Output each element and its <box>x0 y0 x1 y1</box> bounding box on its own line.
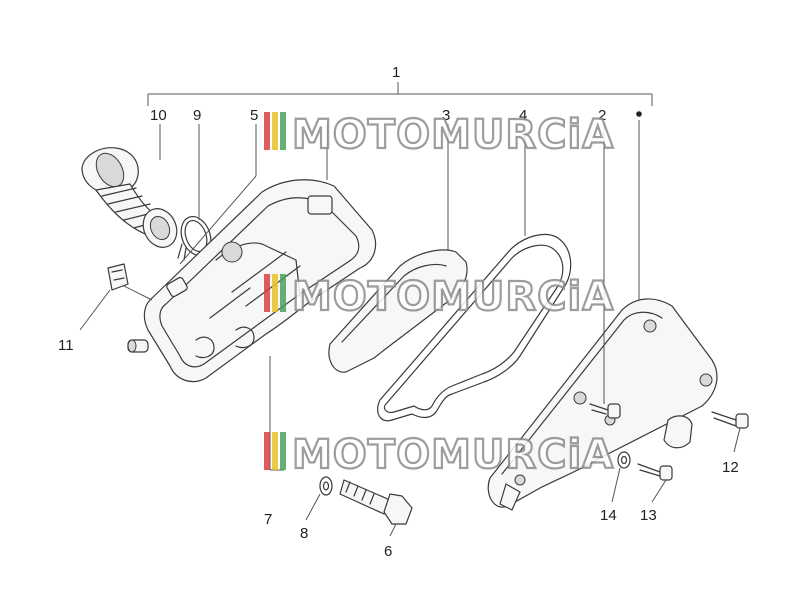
label-6: 6 <box>384 543 392 560</box>
label-10: 10 <box>150 107 167 124</box>
label-3: 3 <box>442 107 450 124</box>
watermark-bar-green <box>280 274 286 312</box>
part-intake-duct <box>81 147 178 248</box>
watermark-text: MOTOMURCiA <box>292 432 614 478</box>
part-screws <box>589 403 749 481</box>
part-washer-14 <box>617 451 631 469</box>
label-4: 4 <box>519 107 527 124</box>
part-bolt-6 <box>339 479 413 525</box>
label-1: 1 <box>392 64 400 81</box>
label-5: 5 <box>250 107 258 124</box>
part-gasket <box>377 233 572 422</box>
part-airbox-housing <box>127 179 377 383</box>
group-bracket <box>147 82 653 117</box>
watermark-top: MOTOMURCiA <box>264 111 614 159</box>
watermark-bar-red <box>264 432 270 470</box>
part-filter-element <box>328 249 468 373</box>
label-14: 14 <box>600 507 617 524</box>
watermark-bar-yellow <box>272 112 278 150</box>
label-8: 8 <box>300 525 308 542</box>
bullet-dot <box>636 111 642 117</box>
watermark-bar-yellow <box>272 432 278 470</box>
leader-lines <box>79 120 741 537</box>
part-cover <box>487 298 718 511</box>
part-washer-8 <box>319 476 333 496</box>
watermark-bar-green <box>280 432 286 470</box>
watermark-text: MOTOMURCiA <box>292 274 614 320</box>
label-11: 11 <box>58 337 74 354</box>
label-13: 13 <box>640 507 657 524</box>
watermark-bar-red <box>264 112 270 150</box>
watermark-middle: MOTOMURCiA <box>264 273 614 321</box>
watermark-bar-yellow <box>272 274 278 312</box>
label-9: 9 <box>193 107 201 124</box>
callout-labels: 1 10 9 5 3 4 2 11 7 8 6 12 13 14 <box>58 64 739 560</box>
label-7: 7 <box>264 511 272 528</box>
part-bracket <box>107 263 129 291</box>
label-2: 2 <box>598 107 606 124</box>
watermark-text: MOTOMURCiA <box>292 112 614 158</box>
watermark-bar-red <box>264 274 270 312</box>
watermark-bottom: MOTOMURCiA <box>264 431 614 479</box>
watermark-bar-green <box>280 112 286 150</box>
label-12: 12 <box>722 459 739 476</box>
